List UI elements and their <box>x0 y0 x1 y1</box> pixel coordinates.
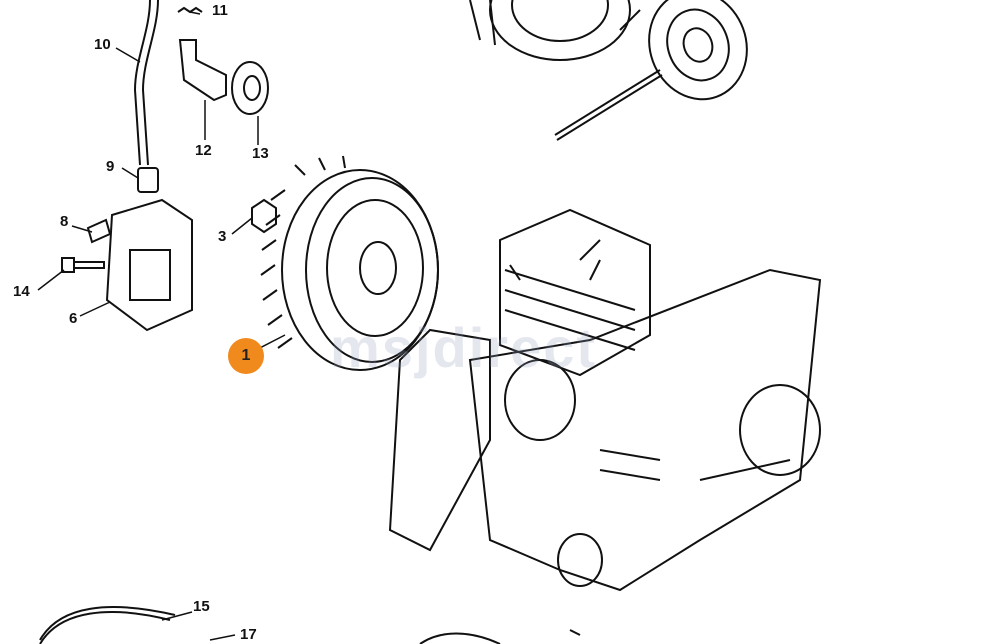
label-part-6: 6 <box>69 310 78 327</box>
screw <box>61 257 105 273</box>
label-part-12: 12 <box>195 142 212 159</box>
cable-bottom-right <box>419 629 581 644</box>
fitting <box>137 167 159 193</box>
grommet-cover <box>231 61 269 115</box>
label-part-3: 3 <box>218 228 227 245</box>
label-part-9: 9 <box>106 158 115 175</box>
label-part-17: 17 <box>240 626 257 643</box>
label-part-10: 10 <box>94 36 111 53</box>
leader-lines <box>37 11 286 641</box>
throttle-cable <box>39 606 176 644</box>
label-part-8: 8 <box>60 213 69 230</box>
flywheel <box>260 155 439 371</box>
nut <box>251 198 277 234</box>
spring <box>177 6 203 14</box>
clip <box>86 218 112 244</box>
label-part-11: 11 <box>212 2 228 19</box>
label-part-13: 13 <box>252 145 269 162</box>
label-part-14: 14 <box>13 283 30 300</box>
fan-housing-top <box>469 0 641 61</box>
starter-pulley <box>554 0 748 141</box>
crankcase-cylinder <box>388 208 822 592</box>
impulse-hose <box>133 0 159 166</box>
highlighted-part-1-callout[interactable]: 1 <box>228 338 264 374</box>
ignition-module <box>105 198 193 332</box>
watermark: msjdirect <box>330 316 597 379</box>
label-part-15: 15 <box>193 598 210 615</box>
elbow-fitting <box>178 39 227 102</box>
